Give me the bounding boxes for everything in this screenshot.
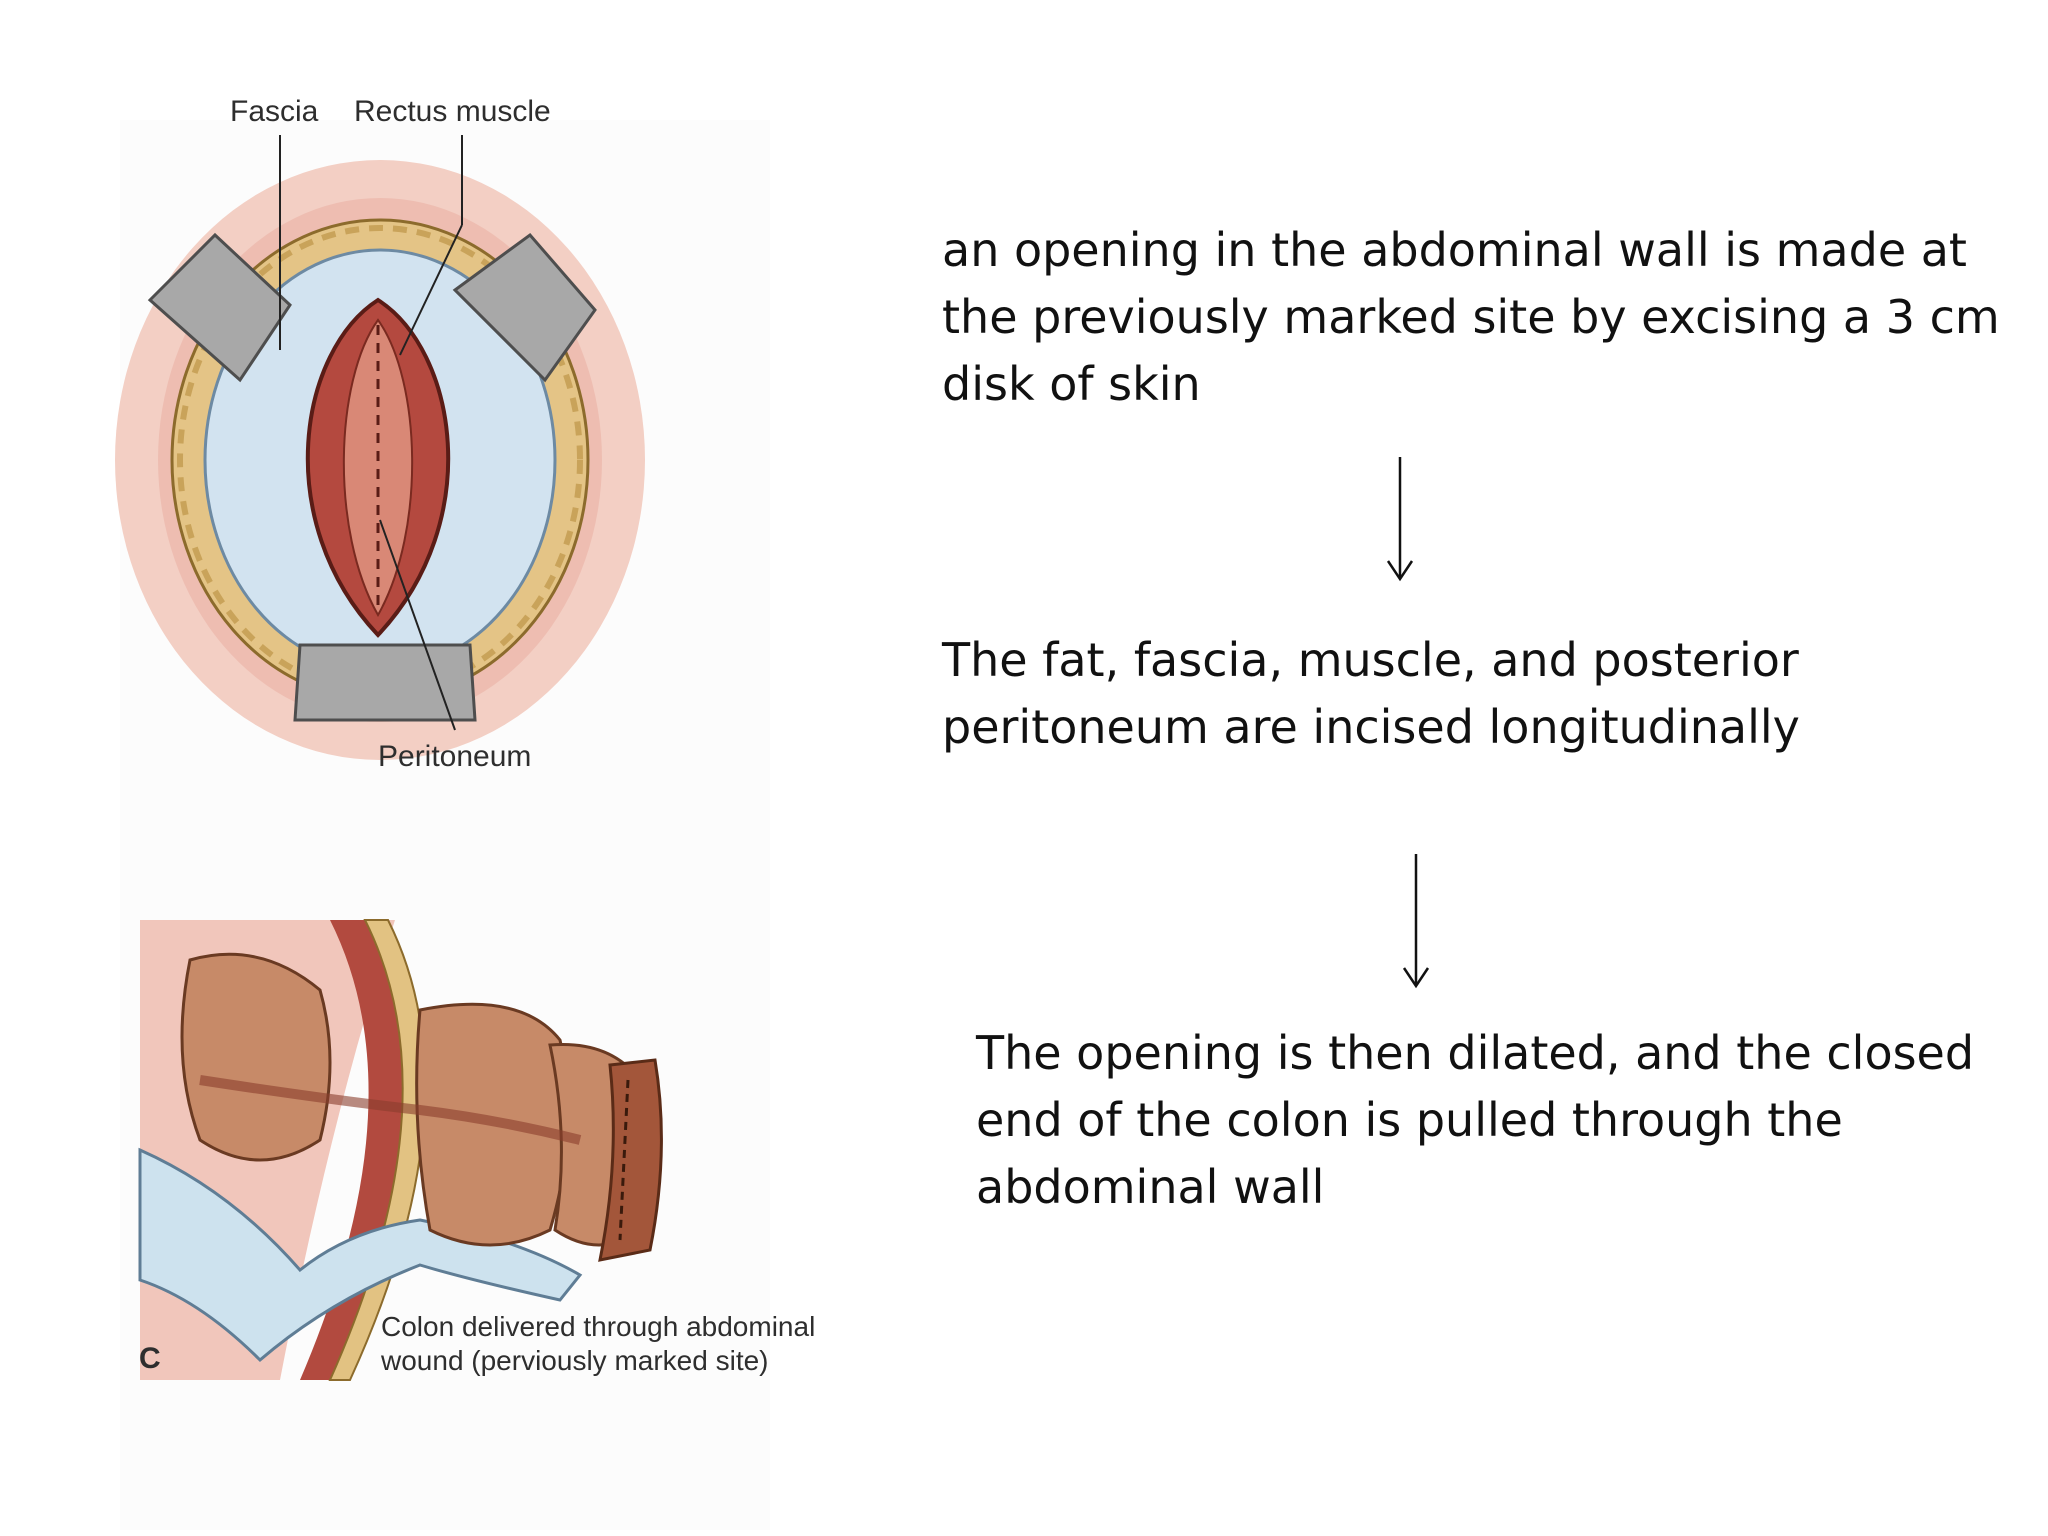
retractor-bottom xyxy=(293,643,477,722)
peritoneum-label: Peritoneum xyxy=(378,740,532,773)
colon-segment-1 xyxy=(180,952,332,1162)
rectus-leader-2 xyxy=(399,224,463,356)
panel-letter: C xyxy=(139,1342,161,1375)
step-1-text: an opening in the abdominal wall is made… xyxy=(942,223,2000,411)
colon-closed-end xyxy=(598,1058,663,1262)
step-3-text: The opening is then dilated, and the clo… xyxy=(976,1026,1975,1214)
retractor-left xyxy=(147,232,292,383)
peritoneum-leader xyxy=(379,519,456,731)
arrow-down-icon xyxy=(1386,457,1414,582)
rectus-muscle-label: Rectus muscle xyxy=(354,95,551,128)
taenia-band xyxy=(199,1075,582,1145)
wall-muscle-layer xyxy=(300,920,403,1380)
retractor-right xyxy=(452,232,597,383)
closed-end-staples xyxy=(618,1079,630,1241)
mesentery xyxy=(138,1147,583,1363)
caption-line-2: wound (perviously marked site) xyxy=(381,1345,769,1376)
caption-line-1: Colon delivered through abdominal xyxy=(381,1311,816,1342)
arrow-down-icon xyxy=(1402,854,1430,989)
step-2-text: The fat, fascia, muscle, and posterior p… xyxy=(942,633,1800,754)
muscle-split xyxy=(342,318,414,618)
fascia-label: Fascia xyxy=(230,95,319,128)
